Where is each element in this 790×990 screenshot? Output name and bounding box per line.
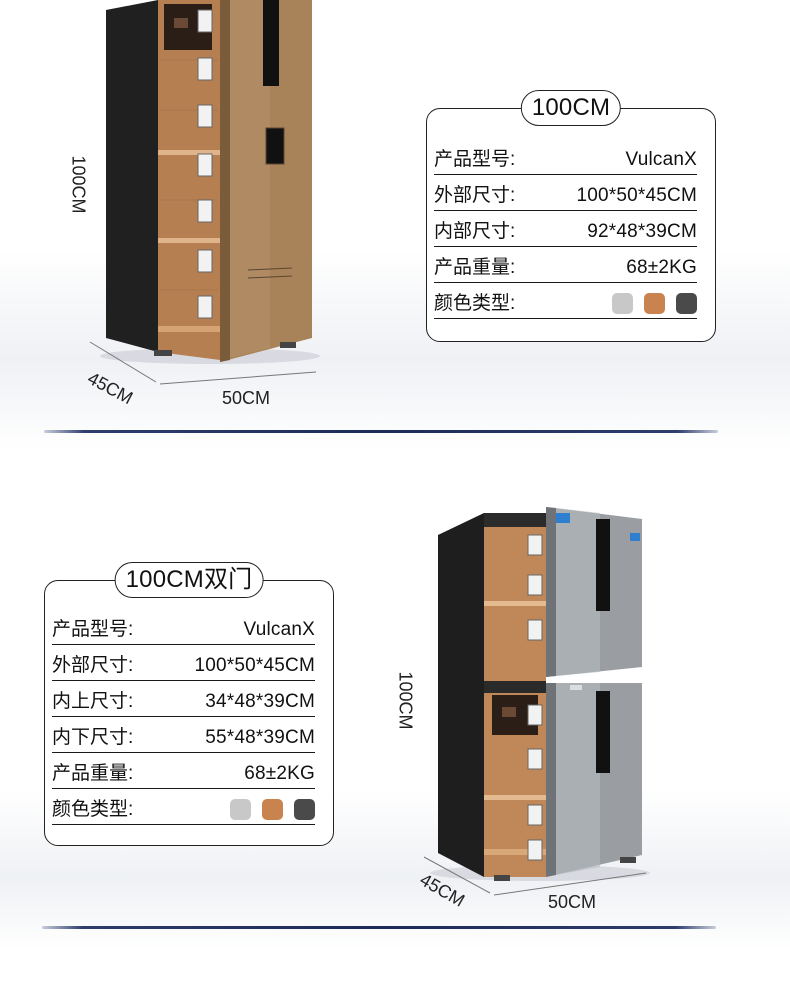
spec-row-weight: 产品重量: 68±2KG [434, 253, 697, 283]
swatch-silver[interactable] [230, 799, 251, 820]
section-divider [42, 926, 716, 929]
single-door-section: 100CM 45CM 50CM 100CM 产品型号: VulcanX 外部尺寸… [0, 0, 790, 470]
brand-badge [630, 533, 640, 541]
color-swatches [230, 799, 315, 820]
height-dimension-label: 100CM [68, 155, 89, 214]
safe-side-panel [106, 0, 158, 352]
color-swatches [612, 293, 697, 314]
depth-dim-line [423, 856, 491, 894]
spec-row-upper-internal-size: 内上尺寸: 34*48*39CM [52, 687, 315, 717]
spec-row-external-size: 外部尺寸: 100*50*45CM [52, 651, 315, 681]
safe-interior-lower [484, 693, 546, 877]
spec-label: 产品型号: [434, 149, 516, 170]
spec-card-single-door: 100CM 产品型号: VulcanX 外部尺寸: 100*50*45CM 内部… [426, 90, 716, 342]
interior-floor [158, 326, 220, 332]
shelf [484, 601, 546, 606]
spec-card-double-door: 100CM双门 产品型号: VulcanX 外部尺寸: 100*50*45CM … [44, 562, 334, 846]
shelf [484, 795, 546, 800]
spec-value: 92*48*39CM [587, 221, 697, 242]
card-title: 100CM双门 [114, 562, 264, 598]
spec-row-weight: 产品重量: 68±2KG [52, 759, 315, 789]
keypad-icon [265, 127, 285, 165]
spec-value: 100*50*45CM [194, 655, 315, 676]
swatch-black[interactable] [294, 799, 315, 820]
spec-row-lower-internal-size: 内下尺寸: 55*48*39CM [52, 723, 315, 753]
shelf [158, 150, 220, 155]
width-dimension-label: 50CM [548, 892, 597, 912]
door-display-panel [596, 519, 610, 611]
single-door-safe-image [89, 0, 320, 385]
double-door-safe-image [423, 507, 650, 896]
swatch-silver[interactable] [612, 293, 633, 314]
spec-value: 68±2KG [626, 257, 697, 278]
card-title: 100CM [520, 90, 622, 126]
spec-value: 34*48*39CM [205, 691, 315, 712]
door-display-panel [596, 691, 610, 773]
spec-row-colors: 颜色类型: [434, 289, 697, 319]
width-dimension-label: 50CM [222, 388, 271, 408]
spec-label: 内下尺寸: [52, 727, 134, 748]
width-dim-line [493, 872, 647, 896]
height-dimension-label: 100CM [395, 671, 416, 730]
swatch-black[interactable] [676, 293, 697, 314]
spec-value: VulcanX [625, 149, 697, 170]
spec-value: 55*48*39CM [205, 727, 315, 748]
depth-dim-line [89, 341, 157, 383]
spec-row-colors: 颜色类型: [52, 795, 315, 825]
spec-row-model: 产品型号: VulcanX [434, 145, 697, 175]
spec-label: 颜色类型: [434, 293, 516, 314]
spec-value: 68±2KG [244, 763, 315, 784]
swatch-gold[interactable] [262, 799, 283, 820]
spec-row-model: 产品型号: VulcanX [52, 615, 315, 645]
spec-label: 产品型号: [52, 619, 134, 640]
spec-label: 内部尺寸: [434, 221, 516, 242]
brand-badge [556, 513, 570, 523]
spec-label: 内上尺寸: [52, 691, 134, 712]
spec-value: VulcanX [243, 619, 315, 640]
shelf [158, 238, 220, 243]
safe-side-panel [438, 513, 484, 877]
spec-label: 颜色类型: [52, 799, 134, 820]
spec-label: 产品重量: [52, 763, 134, 784]
spec-row-external-size: 外部尺寸: 100*50*45CM [434, 181, 697, 211]
swatch-gold[interactable] [644, 293, 665, 314]
spec-value: 100*50*45CM [576, 185, 697, 206]
spec-row-internal-size: 内部尺寸: 92*48*39CM [434, 217, 697, 247]
spec-label: 外部尺寸: [434, 185, 516, 206]
section-divider [44, 430, 718, 433]
spec-label: 产品重量: [434, 257, 516, 278]
spec-label: 外部尺寸: [52, 655, 134, 676]
width-dim-line [159, 371, 317, 385]
door-display-panel [263, 0, 279, 86]
